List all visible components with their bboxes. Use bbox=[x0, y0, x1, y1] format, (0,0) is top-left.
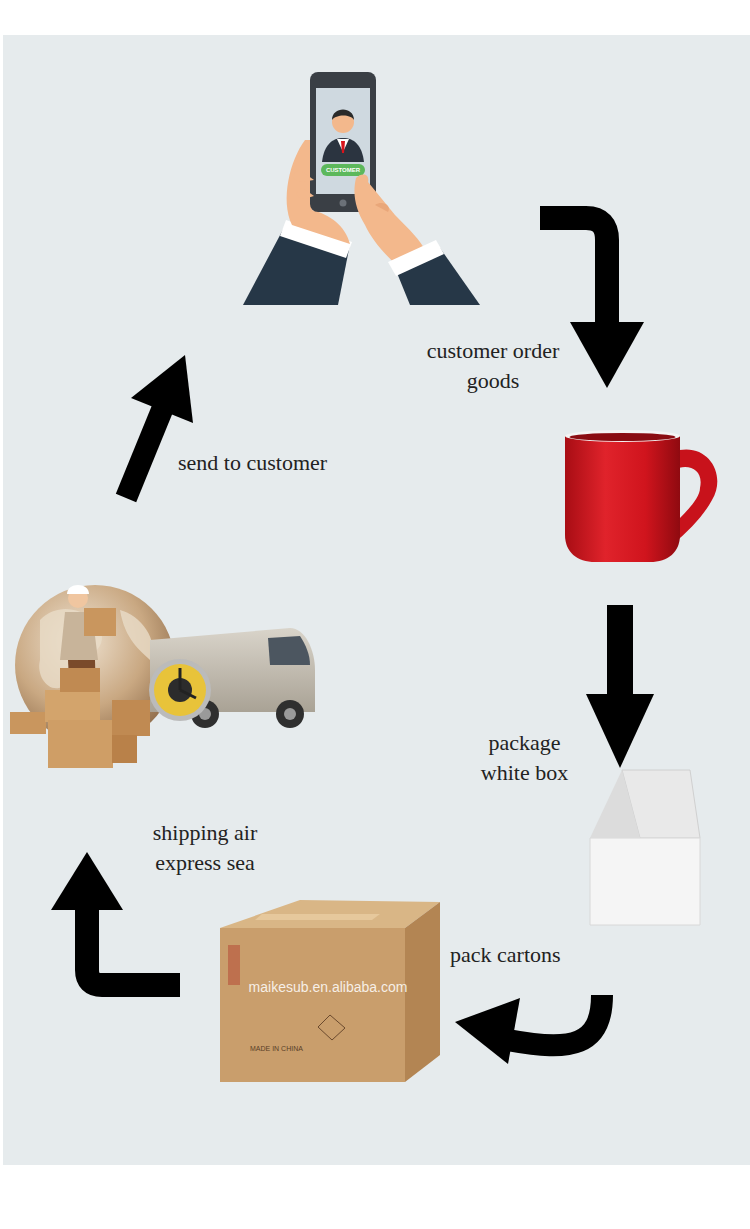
phone-illustration-part bbox=[375, 203, 389, 212]
delivery-illustration-part bbox=[149, 659, 211, 721]
delivery-illustration bbox=[10, 585, 315, 768]
phone-illustration bbox=[243, 72, 480, 305]
white-box-illustration bbox=[590, 770, 700, 925]
delivery-illustration-part bbox=[120, 610, 153, 660]
flow-arrow-part bbox=[508, 995, 602, 1045]
step-label: shipping air express sea bbox=[120, 818, 290, 878]
delivery-illustration-part bbox=[180, 668, 196, 698]
screen-button-text: CUSTOMER bbox=[321, 166, 365, 174]
phone-illustration-part bbox=[297, 188, 314, 199]
delivery-illustration-part bbox=[268, 636, 310, 665]
delivery-illustration-part bbox=[112, 700, 150, 736]
carton-print: MADE IN CHINA bbox=[250, 1044, 330, 1053]
flow-arrow-part bbox=[51, 852, 123, 910]
mug-illustration bbox=[565, 430, 717, 562]
flow-arrow-part bbox=[540, 218, 607, 330]
white-box-illustration-part bbox=[590, 838, 700, 925]
step-label: pack cartons bbox=[450, 940, 620, 970]
flow-arrow-part bbox=[455, 998, 520, 1064]
carton-illustration-part bbox=[318, 1015, 345, 1040]
delivery-illustration-part bbox=[112, 735, 137, 763]
phone-illustration-part bbox=[341, 141, 345, 153]
flow-arrow bbox=[586, 605, 654, 768]
delivery-illustration-part bbox=[60, 668, 100, 692]
delivery-illustration-part bbox=[48, 720, 113, 768]
flow-arrow-part bbox=[126, 405, 164, 498]
phone-illustration-part bbox=[388, 240, 444, 276]
step-label: package white box bbox=[462, 728, 587, 788]
step-label: send to customer bbox=[178, 448, 398, 478]
mug-illustration-part bbox=[565, 430, 680, 442]
delivery-illustration-part bbox=[276, 700, 304, 728]
flow-arrow-part bbox=[607, 605, 633, 700]
mug-illustration-part bbox=[570, 433, 676, 441]
flow-arrow bbox=[126, 355, 193, 498]
carton-illustration-part bbox=[220, 928, 405, 1082]
white-box-illustration-part bbox=[590, 770, 640, 838]
delivery-illustration-part bbox=[154, 664, 206, 716]
phone-illustration-part bbox=[337, 139, 349, 152]
mug-illustration-part bbox=[565, 436, 680, 562]
carton-illustration-part bbox=[405, 902, 440, 1082]
flow-arrow-part bbox=[87, 905, 180, 985]
flow-arrow-part bbox=[131, 355, 193, 423]
phone-illustration-part bbox=[322, 138, 364, 162]
delivery-illustration-part bbox=[10, 712, 46, 734]
carton-illustration-part bbox=[220, 900, 440, 928]
phone-illustration-part bbox=[293, 170, 314, 182]
flow-arrow-part bbox=[586, 694, 654, 768]
watermark: maikesub.en.alibaba.com bbox=[228, 978, 428, 996]
delivery-illustration-part bbox=[67, 585, 89, 594]
delivery-illustration-part bbox=[284, 708, 296, 720]
phone-illustration-part bbox=[332, 110, 354, 121]
phone-illustration-part bbox=[340, 200, 347, 207]
carton-illustration-part bbox=[255, 914, 380, 920]
flow-arrow-part bbox=[570, 322, 644, 388]
delivery-illustration-part bbox=[45, 690, 100, 722]
step-label: customer order goods bbox=[418, 336, 568, 396]
delivery-illustration-part bbox=[84, 608, 116, 636]
phone-illustration-part bbox=[321, 164, 365, 176]
flow-arrow bbox=[455, 995, 602, 1064]
carton-illustration-part bbox=[228, 945, 240, 985]
carton-illustration bbox=[220, 900, 440, 1082]
